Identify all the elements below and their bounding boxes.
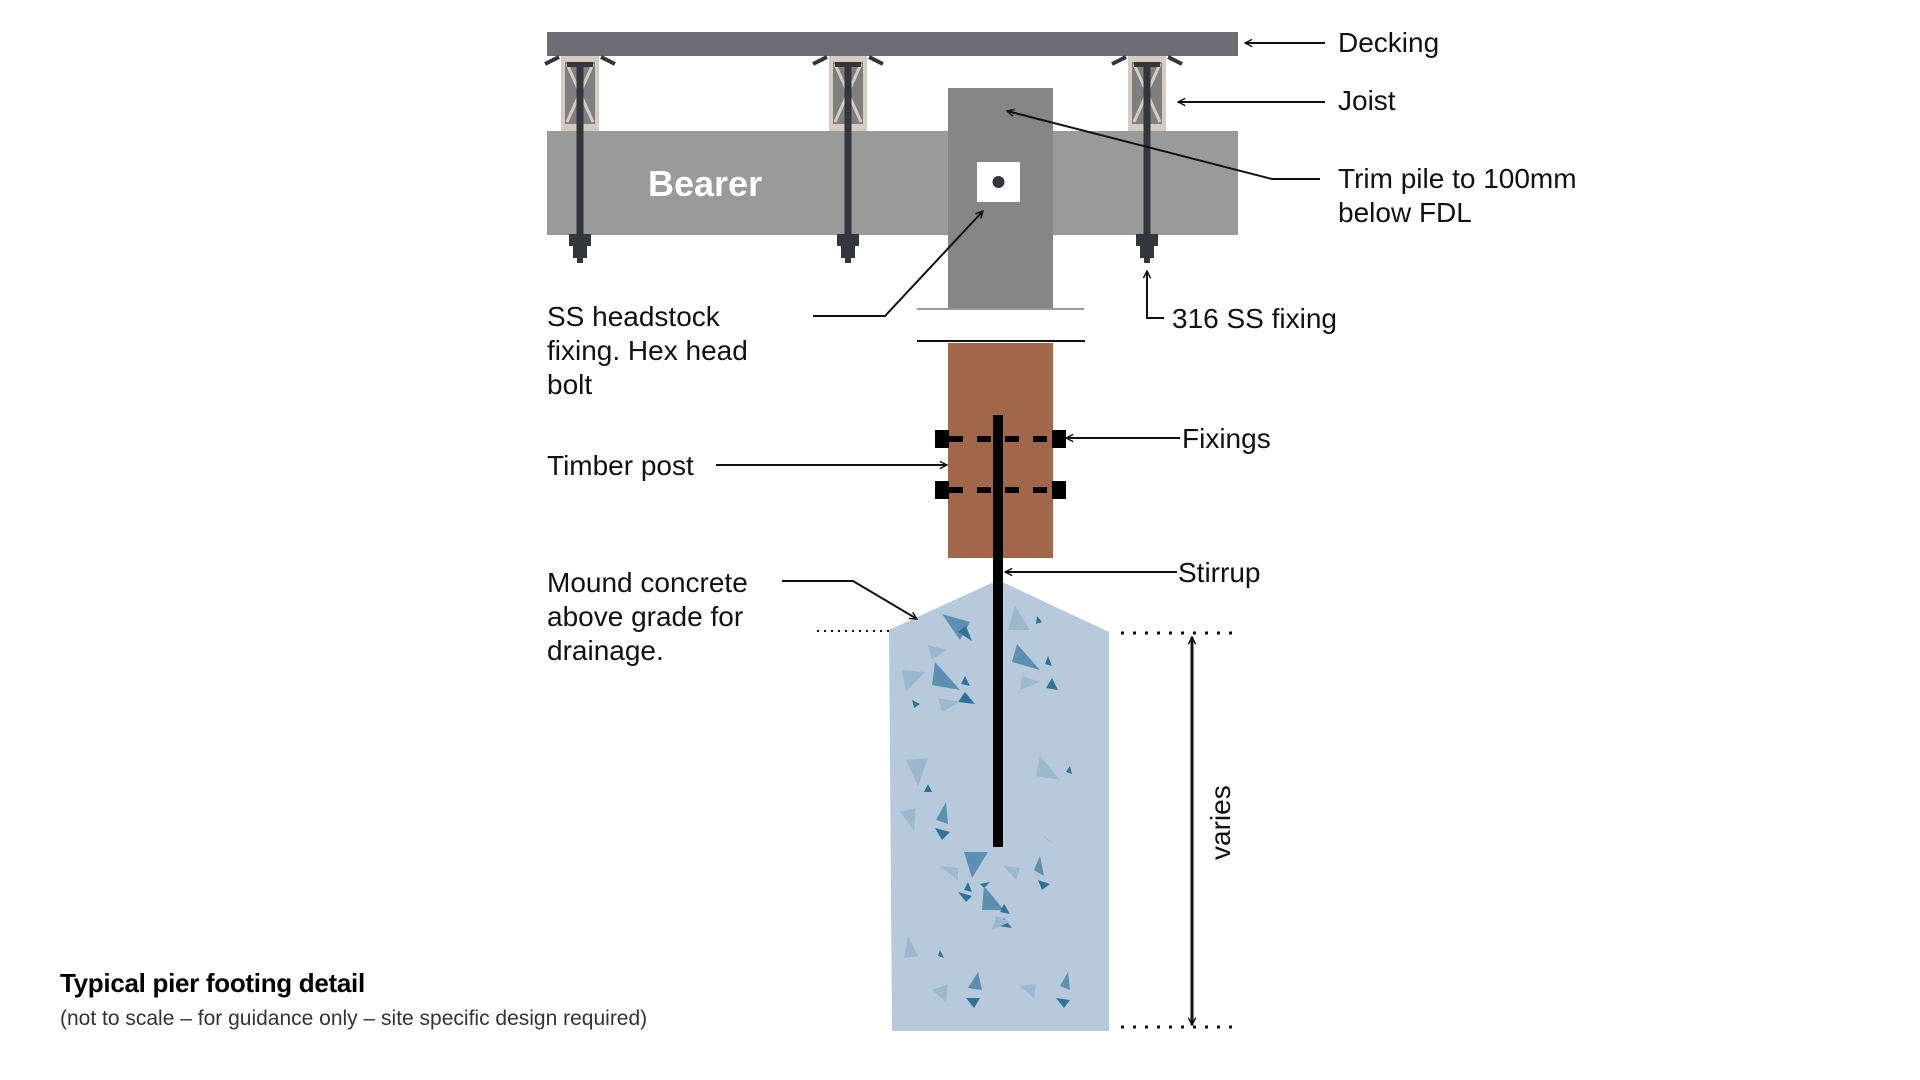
diagram-subtitle: (not to scale – for guidance only – site…: [60, 1007, 648, 1030]
aggregate-chip: [1036, 756, 1060, 780]
joist-bolt: [1134, 62, 1160, 263]
headstock-callout-line2: fixing. Hex head: [547, 335, 748, 366]
aggregate-chip: [1000, 904, 1010, 914]
aggregate-chip: [1034, 856, 1044, 876]
aggregate-chip: [958, 892, 972, 902]
post-fixing-upper: [935, 430, 1066, 448]
aggregate-chip: [906, 758, 928, 786]
aggregate-chip: [964, 852, 988, 878]
mound-callout-line2: above grade for: [547, 601, 743, 632]
aggregate-chip: [1060, 972, 1070, 990]
aggregate-chip: [928, 645, 946, 660]
stirrup-callout: Stirrup: [1178, 557, 1260, 588]
joist-callout: Joist: [1338, 85, 1396, 116]
bearer-label: Bearer: [648, 163, 762, 204]
aggregate-chip: [900, 808, 916, 830]
aggregate-chip: [932, 984, 948, 1002]
aggregate-chip: [1044, 836, 1053, 844]
decking-callout: Decking: [1338, 27, 1439, 58]
aggregate-chip: [1008, 606, 1030, 630]
aggregate-chip: [924, 784, 932, 792]
headstock-callout-line1: SS headstock: [547, 301, 721, 332]
aggregate-chip: [1038, 880, 1050, 890]
trim-pile-callout-line2: below FDL: [1338, 197, 1472, 228]
dimension-label: varies: [1205, 785, 1236, 860]
aggregate-chip: [1045, 656, 1052, 666]
aggregate-chip: [961, 676, 970, 686]
aggregate-chip: [1046, 678, 1058, 690]
aggregate-chip: [1012, 644, 1040, 670]
aggregate-chip: [936, 802, 948, 824]
aggregate-chip: [1056, 998, 1070, 1008]
aggregate-chip: [940, 866, 958, 880]
stirrup-rod: [993, 415, 1003, 847]
post-fixing-lower: [935, 481, 1066, 499]
aggregate-chip: [912, 700, 920, 708]
timber-post-callout: Timber post: [547, 450, 694, 481]
aggregate-pattern: [900, 606, 1072, 1008]
aggregate-chip: [1036, 616, 1042, 624]
aggregate-chip: [992, 916, 1010, 930]
aggregate-chip: [966, 998, 980, 1008]
aggregate-chip: [982, 886, 1004, 910]
headstock-leader: [813, 211, 983, 317]
aggregate-chip: [932, 662, 960, 690]
ss-fixing-callout: 316 SS fixing: [1172, 303, 1337, 334]
aggregate-chip: [902, 670, 925, 692]
ss-fixing-leader: [1147, 271, 1164, 319]
aggregate-chip: [1020, 984, 1036, 998]
aggregate-chip: [1066, 766, 1072, 774]
decking: [547, 32, 1238, 56]
aggregate-chip: [1020, 676, 1040, 690]
aggregate-chip: [980, 882, 990, 888]
aggregate-chip: [958, 626, 972, 641]
joist-bolt: [567, 62, 593, 263]
aggregate-chip: [958, 692, 975, 704]
aggregate-chip: [968, 972, 982, 990]
headstock-bolt-icon: [992, 176, 1005, 188]
aggregate-chip: [904, 936, 918, 958]
trim-pile-leader: [1007, 111, 1320, 180]
bearer: [547, 131, 1238, 235]
trim-pile-callout-line1: Trim pile to 100mm: [1338, 163, 1577, 194]
mound-callout-line1: Mound concrete: [547, 567, 748, 598]
fixings-callout: Fixings: [1182, 423, 1271, 454]
joist-bolt: [835, 62, 861, 263]
headstock-callout-line3: bolt: [547, 369, 592, 400]
mound-leader: [782, 580, 917, 620]
aggregate-chip: [1004, 866, 1020, 880]
aggregate-chip: [935, 828, 950, 840]
aggregate-chip: [938, 950, 944, 958]
diagram-title: Typical pier footing detail: [60, 968, 365, 998]
aggregate-chip: [938, 698, 960, 712]
aggregate-chip: [964, 882, 972, 892]
mound-callout-line3: drainage.: [547, 635, 664, 666]
